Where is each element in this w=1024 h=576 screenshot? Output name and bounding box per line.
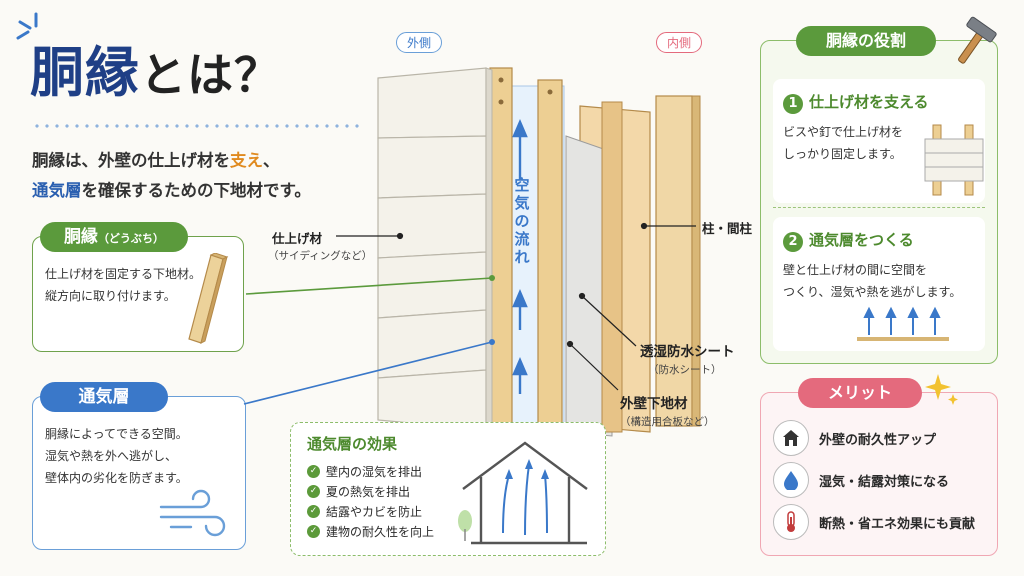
tsuukisou-pill: 通気層 [40,382,168,412]
base-board-sublabel: （構造用合板など） [620,416,715,428]
doubuchi-desc-2: 縦方向に取り付けます。 [45,289,176,303]
merit-text: 外壁の耐久性アップ [819,432,937,448]
emphasis-lines-icon [16,12,38,40]
merits-title: メリット [827,383,892,402]
title-tail: とは？ [140,48,281,102]
intro-text-1a: 胴縁は、外壁の仕上げ材を [32,151,230,170]
roles-pill: 胴縁の役割 [796,26,936,56]
role-1-number: 1 [783,94,803,114]
effects-list: ✓ 壁内の湿気を排出 ✓ 夏の熱気を排出 ✓ 結露やカビを防止 ✓ 建物の耐久性を向上 [307,461,434,541]
wind-icon [159,489,226,537]
doubuchi-title: 胴縁 [63,227,98,247]
airflow-char: れ [514,248,530,266]
house-icon [773,420,809,456]
airflow-char: 気 [514,194,530,212]
title-main: 胴縁 [30,41,140,104]
roles-divider [773,207,985,208]
airflow-char: 空 [514,176,530,194]
outside-tag: 外側 [396,32,443,53]
intro-text-2b: を確保するための下地材です。 [81,181,311,200]
tsuukisou-title: 通気層 [78,387,130,407]
tsuukisou-desc-3: 壁体内の劣化を防ぎます。 [45,471,188,485]
doubuchi-card: 仕上げ材を固定する下地材。 縦方向に取り付けます。 [32,236,244,352]
sparkle-icon [925,374,958,405]
intro-text-1c: 、 [263,151,280,170]
tsuukisou-desc-1: 胴縁によってできる空間。 [45,427,188,441]
check-icon: ✓ [307,524,320,538]
pillar-label: 柱・間柱 [702,221,753,236]
sheet-sublabel: （防水シート） [648,364,722,376]
role-2-desc-1: 壁と仕上げ材の間に空間を [783,263,928,277]
effect-text: 壁内の湿気を排出 [326,464,423,479]
doubuchi-desc-1: 仕上げ材を固定する下地材。 [45,267,202,281]
intro-highlight-support: 支え [230,151,263,170]
role-1-desc-1: ビスや釘で仕上げ材を [783,125,904,139]
merit-text: 湿気・結露対策になる [819,474,950,490]
airflow-label: 空 気 の 流 れ [512,176,532,266]
effect-item: ✓ 夏の熱気を排出 [307,481,434,501]
merit-text: 断熱・省エネ効果にも貢献 [819,516,976,532]
check-icon: ✓ [307,504,320,518]
effects-title: 通気層の効果 [307,435,398,453]
wall-cross-section-diagram [243,67,701,437]
furring-strip-icon [188,253,229,344]
water-drop-icon [773,462,809,498]
role-1-title: 仕上げ材を支える [809,93,929,111]
sheet-label: 透湿防水シート [640,344,735,360]
inside-tag: 内側 [656,32,703,53]
siding-panel-icon [924,124,984,196]
tsuukisou-card: 胴縁によってできる空間。 湿気や熱を外へ逃がし、 壁体内の劣化を防ぎます。 [32,396,246,550]
check-icon: ✓ [307,464,320,478]
effects-card: 通気層の効果 ✓ 壁内の湿気を排出 ✓ 夏の熱気を排出 ✓ 結露やカビを防止 ✓ 建物の… [290,422,606,556]
merit-item: 湿気・結露対策になる [773,459,975,501]
page-title: 胴縁とは？ [30,28,281,107]
merit-item: 外壁の耐久性アップ [773,417,975,459]
effect-item: ✓ 壁内の湿気を排出 [307,461,434,481]
roles-title: 胴縁の役割 [825,31,906,50]
airflow-char: の [514,212,530,230]
effect-item: ✓ 結露やカビを防止 [307,501,434,521]
effect-text: 夏の熱気を排出 [326,484,411,499]
thermometer-icon [773,504,809,540]
effect-item: ✓ 建物の耐久性を向上 [307,521,434,541]
airflow-char: 流 [514,230,530,248]
role-2-desc-2: つくり、湿気や熱を逃がします。 [783,285,962,299]
base-board-label: 外壁下地材 [620,396,688,412]
merit-item: 断熱・省エネ効果にも貢献 [773,501,975,543]
merits-pill: メリット [798,378,922,408]
rising-air-icon [857,306,949,341]
merits-list: 外壁の耐久性アップ 湿気・結露対策になる 断熱・省エネ効果にも貢献 [773,417,975,543]
intro-text: 胴縁は、外壁の仕上げ材を支え、 通気層を確保するための下地材です。 [32,146,311,206]
effect-text: 結露やカビを防止 [326,504,423,519]
doubuchi-reading: （どうぶち） [97,232,165,245]
intro-highlight-air-layer: 通気層 [32,181,82,200]
finish-sublabel: （サイディングなど） [268,250,373,262]
role-2-title: 通気層をつくる [809,231,914,249]
merits-card: 外壁の耐久性アップ 湿気・結露対策になる 断熱・省エネ効果にも貢献 [760,392,998,556]
effect-text: 建物の耐久性を向上 [326,524,435,539]
roles-card: 1 仕上げ材を支える ビスや釘で仕上げ材を しっかり固定します。 2 通気層をつくる… [760,40,998,364]
role-2: 2 通気層をつくる 壁と仕上げ材の間に空間を つくり、湿気や熱を逃がします。 [773,217,985,351]
tsuukisou-desc-2: 湿気や熱を外へ逃がし、 [45,449,178,463]
doubuchi-pill: 胴縁（どうぶち） [40,222,188,252]
finish-label: 仕上げ材 [272,231,323,246]
check-icon: ✓ [307,484,320,498]
role-1: 1 仕上げ材を支える ビスや釘で仕上げ材を しっかり固定します。 [773,79,985,203]
role-2-number: 2 [783,232,803,252]
hammer-icon [958,16,997,64]
role-1-desc-2: しっかり固定します。 [783,147,902,161]
house-ventilation-icon [458,441,588,545]
dotted-divider [32,124,362,128]
